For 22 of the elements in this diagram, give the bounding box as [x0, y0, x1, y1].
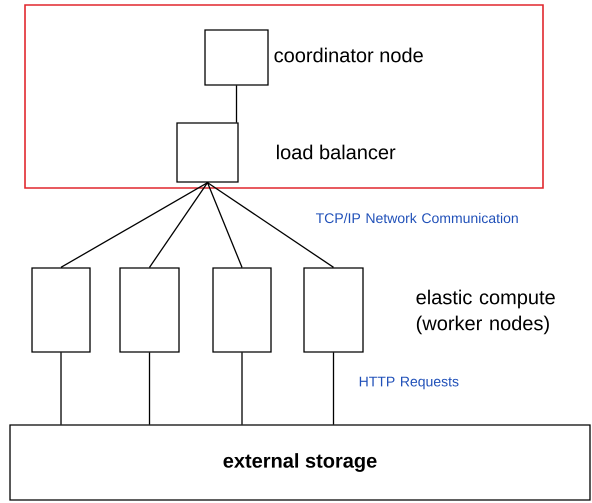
- server-box: load balancer: [176, 122, 396, 183]
- storage-box: external storage: [9, 424, 591, 501]
- worker-box: [119, 267, 180, 353]
- worker-box: [212, 267, 272, 353]
- connector-line: [148, 352, 150, 424]
- connector-line: [332, 352, 334, 424]
- worker-box: [31, 267, 91, 353]
- node-label: load balancer: [277, 144, 396, 160]
- group-frame: [24, 4, 544, 189]
- connector-line: [60, 352, 62, 424]
- node-label: coordinator node: [274, 48, 423, 62]
- connector-line: [236, 86, 238, 122]
- server-box: coordinator node: [204, 29, 423, 86]
- connector-line: [60, 182, 208, 268]
- connector-line: [241, 352, 243, 424]
- protocol-label: HTTP Requests: [360, 376, 458, 390]
- connector-line: [206, 182, 243, 268]
- group-label: elastic compute (worker nodes): [416, 290, 555, 334]
- connector-line: [148, 182, 208, 268]
- network-label: TCP/IP Network Communication: [316, 212, 518, 224]
- connector-line: [207, 182, 334, 268]
- worker-box: [303, 267, 364, 353]
